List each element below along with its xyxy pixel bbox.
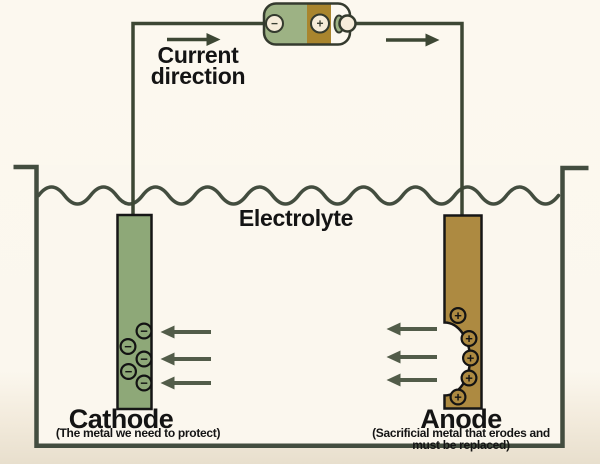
plus-charge-icon: + <box>449 307 467 325</box>
minus-charge-icon: − <box>135 350 153 368</box>
minus-charge-icon: − <box>135 322 153 340</box>
svg-text:−: − <box>125 364 133 379</box>
battery-green-section <box>264 3 307 45</box>
svg-text:+: + <box>465 331 473 346</box>
electrolyte-surface-wave <box>36 185 561 206</box>
anode-subtitle: (Sacrificial metal that erodes and must … <box>372 426 550 452</box>
svg-text:−: − <box>124 339 132 354</box>
svg-text:+: + <box>467 351 475 366</box>
electrolyte-label: Electrolyte <box>238 205 354 231</box>
plus-charge-icon: + <box>460 369 478 387</box>
plus-charge-icon: + <box>462 349 480 367</box>
battery-terminal-nub <box>338 14 357 33</box>
ion-flow-arrows-anode <box>386 322 437 387</box>
cathode-charges: − − − − − <box>119 322 153 392</box>
current-direction-label: Current direction <box>150 42 246 89</box>
svg-text:+: + <box>454 308 462 323</box>
battery: − + <box>262 2 357 46</box>
minus-charge-icon: − <box>119 338 137 356</box>
battery-minus-terminal-icon <box>265 14 284 33</box>
plus-charge-icon: + <box>460 330 478 348</box>
tank-walls <box>13 164 589 448</box>
circuit-wire-right <box>354 21 464 215</box>
circuit-wire-left <box>131 21 264 215</box>
svg-text:−: − <box>140 352 148 367</box>
ion-flow-arrows-cathode <box>160 325 211 390</box>
minus-charge-icon: − <box>135 374 153 392</box>
minus-charge-icon: − <box>119 363 137 381</box>
cathode-subtitle: (The metal we need to protect) <box>55 426 221 440</box>
svg-text:−: − <box>140 324 148 339</box>
anode-charges: + + + + + <box>449 307 480 406</box>
battery-minus-symbol: − <box>271 17 278 31</box>
svg-text:+: + <box>454 390 462 405</box>
plus-charge-icon: + <box>449 388 467 406</box>
svg-text:+: + <box>465 371 473 386</box>
svg-text:−: − <box>140 376 148 391</box>
battery-plus-terminal-icon <box>310 13 330 34</box>
cathode-title: Cathode <box>68 404 174 434</box>
battery-plus-symbol: + <box>316 17 323 31</box>
anode-title: Anode <box>420 404 502 434</box>
